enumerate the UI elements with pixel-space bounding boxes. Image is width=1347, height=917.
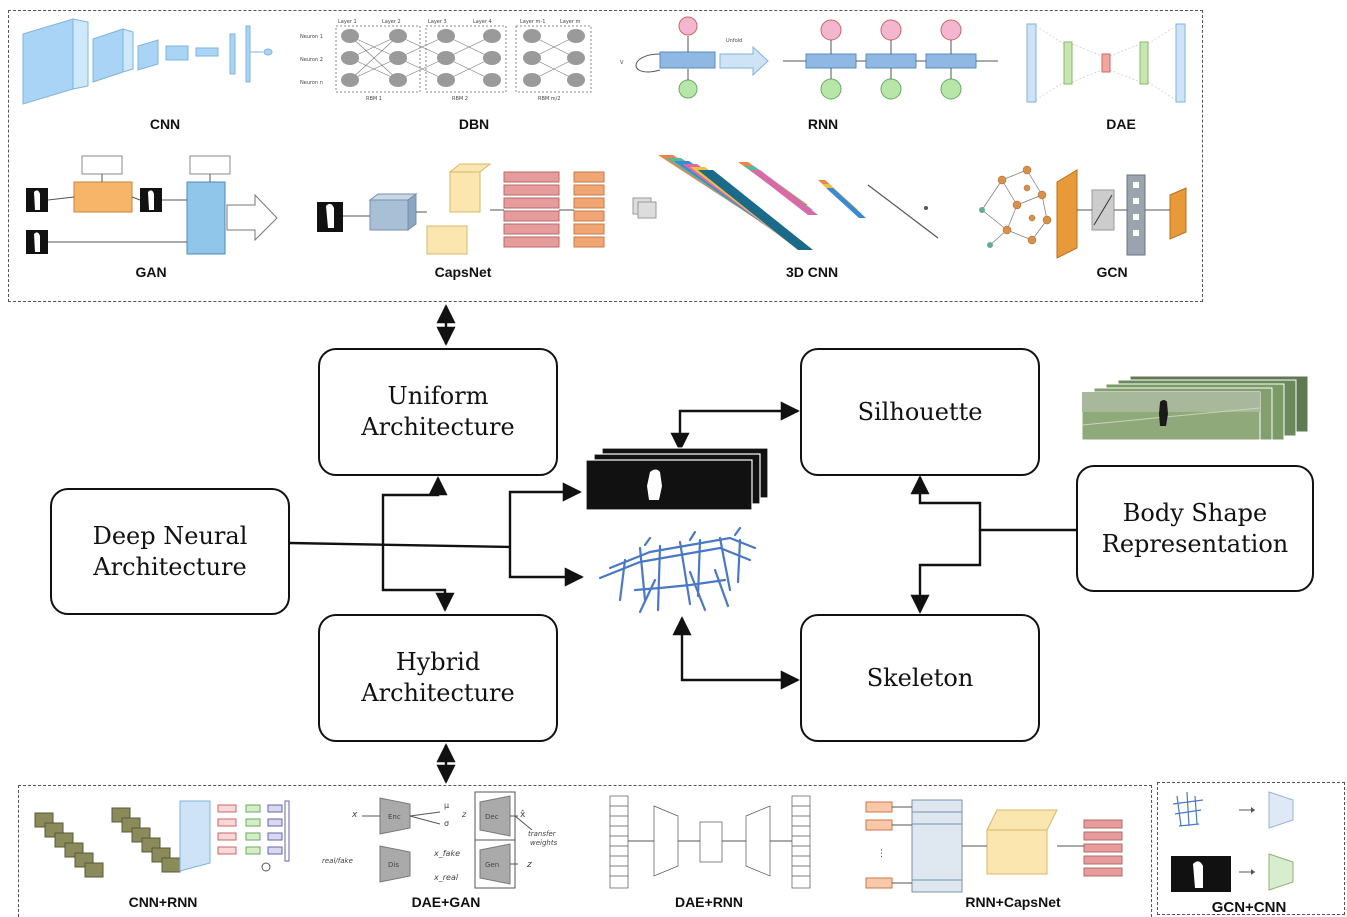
- svg-text:Layer m-1: Layer m-1: [520, 19, 545, 25]
- rnn-thumbnail: V Unfold: [620, 16, 998, 100]
- to-hybrid: [381, 547, 455, 612]
- body-to-silhouette: [910, 475, 1076, 532]
- video-frames-image: [1081, 375, 1309, 441]
- dbn-thumbnail: Layer 1 Layer 2 Layer 3 Layer 4 Layer m-1 L…: [300, 19, 592, 102]
- svg-text:x_fake: x_fake: [433, 849, 460, 858]
- cnn3d-thumbnail: [632, 155, 939, 250]
- svg-text:μ: μ: [444, 801, 449, 810]
- svg-text:Neuron 2: Neuron 2: [300, 57, 323, 63]
- cnn-rnn-thumbnail: [34, 800, 290, 878]
- svg-text:Layer 2: Layer 2: [382, 19, 401, 25]
- svg-text:x̂: x̂: [520, 809, 526, 820]
- svg-text:Layer 3: Layer 3: [428, 19, 447, 25]
- svg-text:x_real: x_real: [433, 873, 459, 882]
- node-line: Architecture: [361, 413, 515, 441]
- model-label-rnn-capsnet: RNN+CapsNet: [965, 894, 1061, 910]
- svg-text:Enc: Enc: [388, 813, 401, 821]
- svg-text:Neuron n: Neuron n: [300, 80, 323, 86]
- node-line: Hybrid: [395, 648, 481, 676]
- model-label-3dcnn: 3D CNN: [785, 264, 839, 280]
- deep-to-branches: [289, 541, 511, 549]
- node-line: Architecture: [93, 552, 247, 581]
- silhouette-frames-image: [585, 447, 769, 511]
- to-uniform: [381, 476, 448, 547]
- uniform-architecture-node: Uniform Architecture: [318, 348, 558, 476]
- svg-text:Dis: Dis: [388, 861, 399, 869]
- svg-text:weights: weights: [530, 839, 558, 847]
- svg-text:x: x: [351, 810, 358, 820]
- svg-text:Neuron 1: Neuron 1: [300, 34, 323, 40]
- model-label-cnn-rnn: CNN+RNN: [128, 894, 198, 910]
- to-skeleton-image: [508, 547, 584, 587]
- model-label-dae: DAE: [1106, 116, 1136, 132]
- gan-thumbnail: [26, 155, 278, 255]
- svg-text:RBM 1: RBM 1: [366, 96, 382, 102]
- silhouette-image-link: [670, 401, 800, 452]
- body-to-skeleton: [910, 530, 982, 614]
- svg-text:RBM 2: RBM 2: [452, 96, 468, 102]
- cnn-thumbnail: [22, 18, 273, 105]
- svg-text:real/fake: real/fake: [322, 857, 353, 865]
- svg-text:z: z: [461, 810, 467, 819]
- deep-neural-architecture-node: Deep Neural Architecture: [50, 488, 290, 615]
- svg-text:z: z: [526, 860, 532, 870]
- svg-text:V: V: [620, 60, 624, 66]
- to-silhouette-image: [508, 482, 582, 547]
- hybrid-models-panel: [18, 785, 1152, 917]
- svg-text:Layer 4: Layer 4: [473, 19, 492, 25]
- model-label-gcn-cnn: GCN+CNN: [1211, 899, 1287, 916]
- svg-text:RBM m/2: RBM m/2: [538, 96, 561, 102]
- node-line: Silhouette: [857, 397, 983, 426]
- capsnet-thumbnail: [317, 163, 605, 255]
- node-line: Body Shape: [1122, 498, 1268, 527]
- node-line: Skeleton: [866, 663, 974, 692]
- skeleton-sequence-image: [598, 526, 757, 614]
- node-line: Deep Neural: [92, 521, 248, 550]
- model-label-dae-rnn: DAE+RNN: [674, 894, 744, 910]
- model-label-gcn: GCN: [1096, 264, 1128, 280]
- hybrid-architecture-node: Hybrid Architecture: [318, 614, 558, 742]
- dae-gan-thumbnail: x Enc μ σ z Dec x̂ transfer weights real…: [322, 791, 558, 889]
- model-label-cnn: CNN: [149, 116, 181, 132]
- dae-rnn-thumbnail: [609, 795, 811, 889]
- model-label-dae-gan: DAE+GAN: [411, 894, 481, 910]
- svg-text:σ: σ: [444, 819, 449, 828]
- svg-text:Unfold: Unfold: [726, 38, 742, 44]
- model-label-capsnet: CapsNet: [434, 264, 492, 280]
- svg-text:Dec: Dec: [485, 813, 499, 821]
- gcn-cnn-thumbnail: [1171, 791, 1294, 892]
- gcn-thumbnail: [979, 165, 1187, 259]
- uniform-models-panel: [8, 10, 1203, 302]
- body-shape-representation-node: Body Shape Representation: [1076, 465, 1314, 592]
- model-label-gan: GAN: [135, 264, 167, 280]
- skeleton-node: Skeleton: [800, 614, 1040, 742]
- gcn-cnn-panel: [1157, 782, 1345, 915]
- skeleton-image-link: [672, 616, 800, 690]
- model-label-rnn: RNN: [807, 116, 839, 132]
- silhouette-node: Silhouette: [800, 348, 1040, 476]
- node-line: Uniform: [387, 382, 489, 410]
- node-line: Architecture: [361, 679, 515, 707]
- rnn-capsnet-thumbnail: ⋮: [865, 799, 1123, 893]
- svg-text:⋮: ⋮: [877, 849, 886, 859]
- model-label-dbn: DBN: [458, 116, 490, 132]
- svg-text:Gen: Gen: [485, 861, 499, 869]
- node-line: Representation: [1101, 529, 1289, 558]
- dae-thumbnail: [1026, 23, 1186, 103]
- svg-text:Layer m: Layer m: [560, 19, 581, 25]
- svg-text:Layer 1: Layer 1: [338, 19, 357, 25]
- svg-text:transfer: transfer: [528, 830, 557, 838]
